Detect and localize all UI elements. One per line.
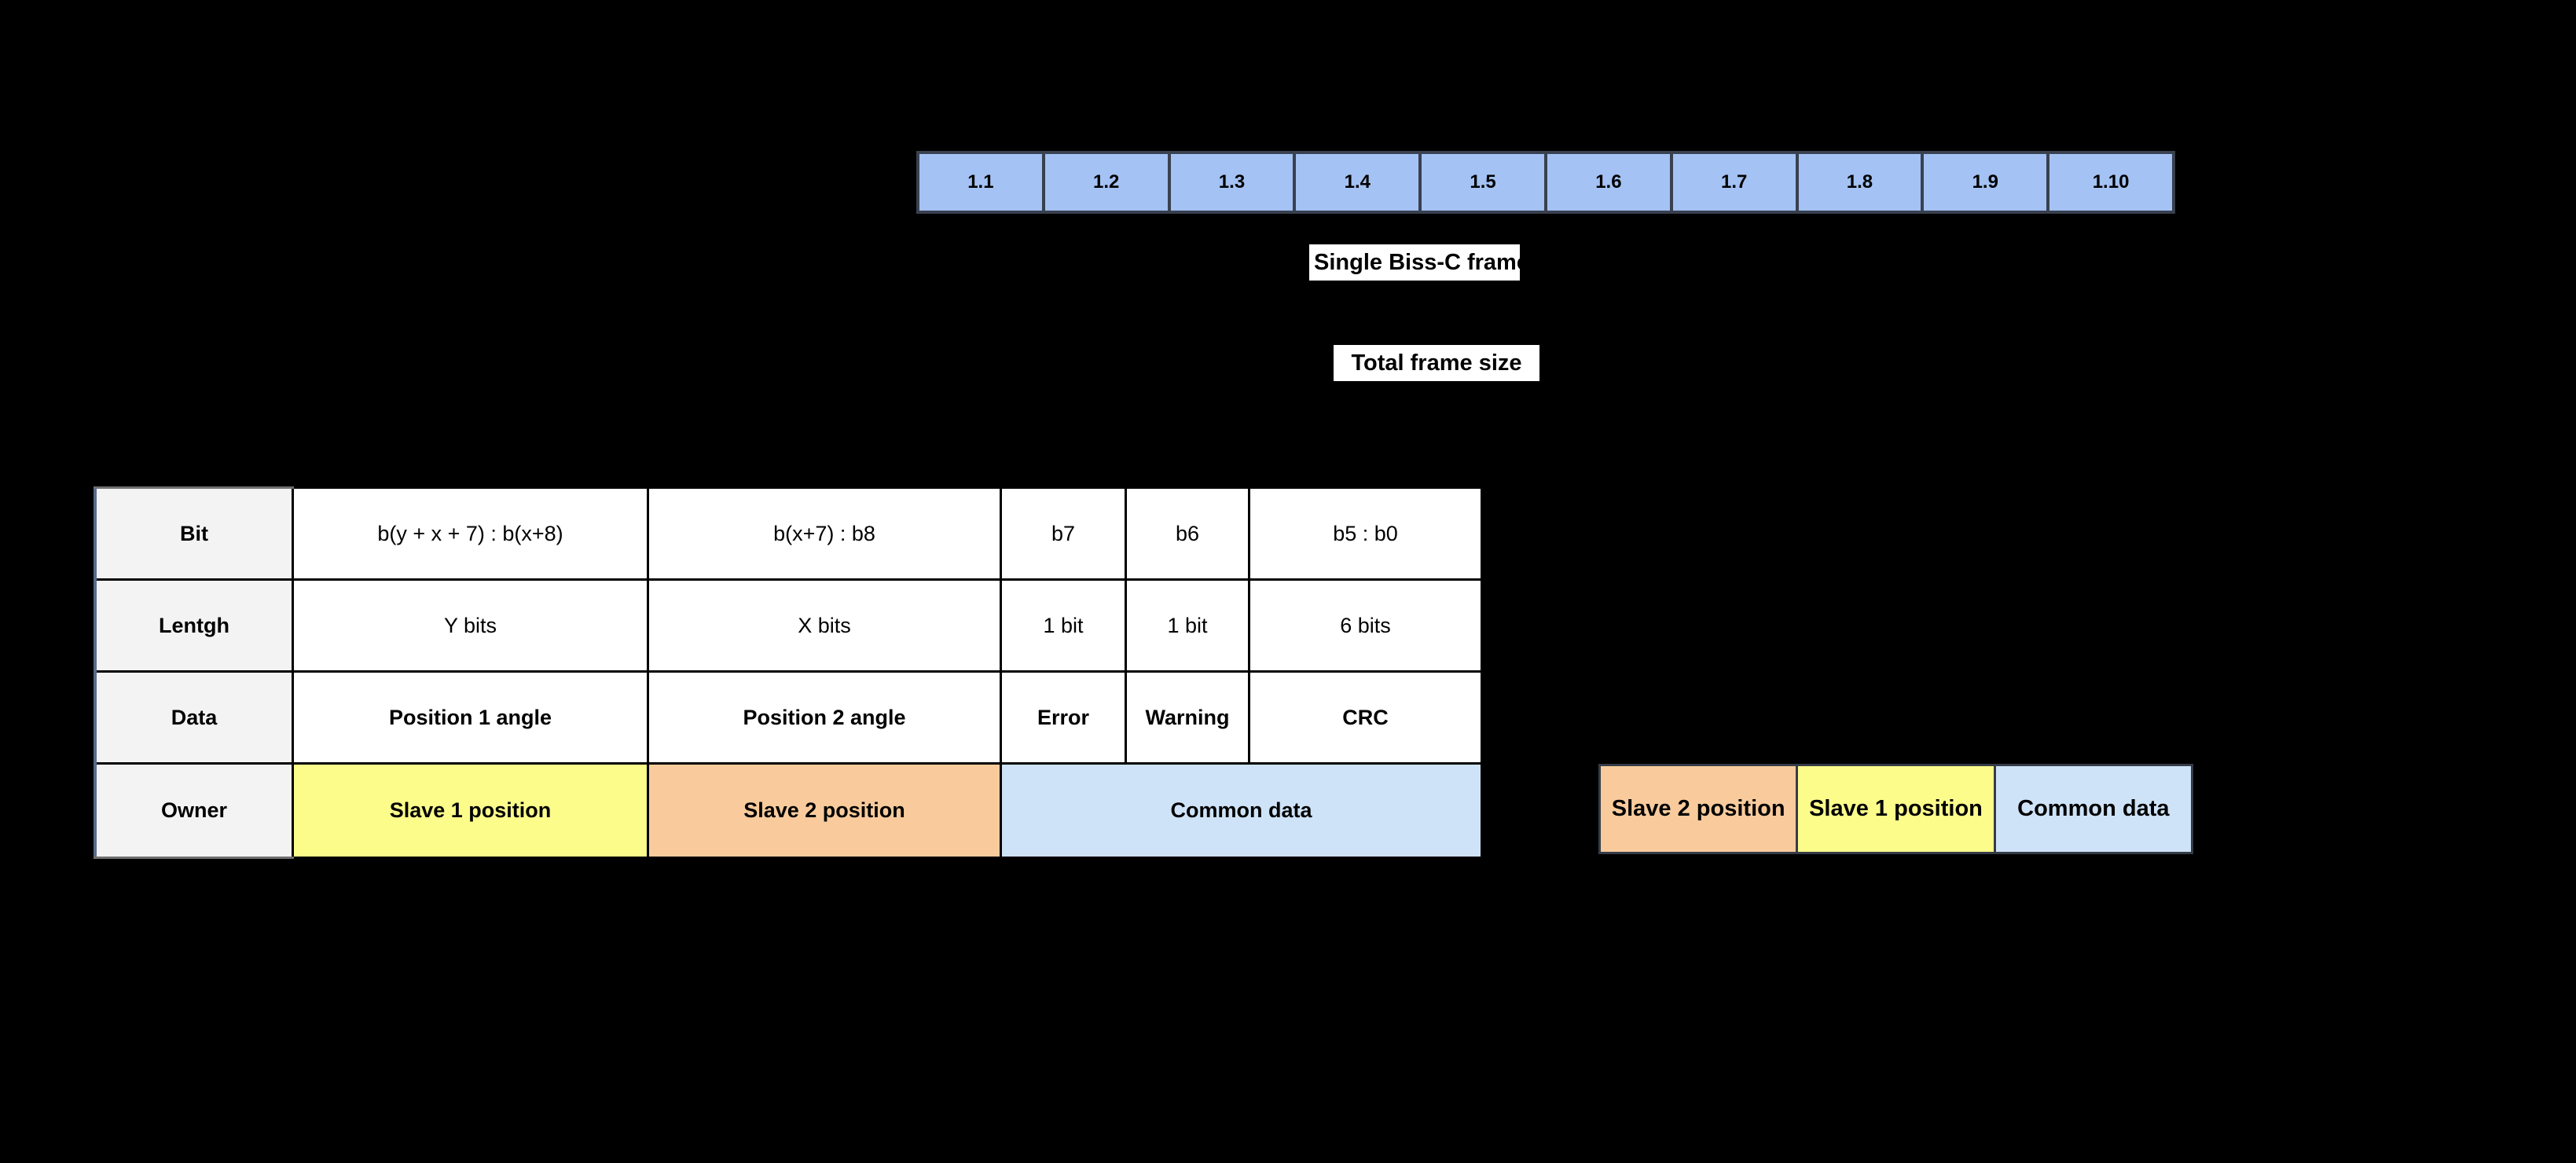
frame-cell-1-6: 1.6 bbox=[1543, 154, 1670, 211]
owner-legend-row: Slave 2 position Slave 1 position Common… bbox=[1598, 764, 2193, 854]
owner-slave2-position: Slave 2 position bbox=[649, 765, 1002, 857]
length-position1: Y bits bbox=[294, 581, 649, 673]
length-position2: X bits bbox=[649, 581, 1002, 673]
bit-crc: b5 : b0 bbox=[1250, 489, 1481, 581]
data-position1-angle: Position 1 angle bbox=[294, 673, 649, 765]
legend-common-data: Common data bbox=[1993, 766, 2191, 852]
bit-error: b7 bbox=[1002, 489, 1127, 581]
bit-row-header: Bit bbox=[97, 489, 294, 581]
frame-cell-1-7: 1.7 bbox=[1669, 154, 1796, 211]
table-header-bottom-edge bbox=[94, 857, 294, 859]
legend-slave1-position: Slave 1 position bbox=[1796, 766, 1994, 852]
data-crc: CRC bbox=[1250, 673, 1481, 765]
table-header-top-edge bbox=[94, 486, 294, 489]
frame-cell-1-5: 1.5 bbox=[1418, 154, 1544, 211]
owner-row-header: Owner bbox=[97, 765, 294, 857]
data-row-header: Data bbox=[97, 673, 294, 765]
frame-cell-1-1: 1.1 bbox=[919, 154, 1042, 211]
owner-common-data: Common data bbox=[1002, 765, 1481, 857]
biss-frame-sequence-row: 1.1 1.2 1.3 1.4 1.5 1.6 1.7 1.8 1.9 1.10 bbox=[916, 151, 2175, 214]
data-position2-angle: Position 2 angle bbox=[649, 673, 1002, 765]
frame-cell-1-2: 1.2 bbox=[1041, 154, 1168, 211]
data-warning: Warning bbox=[1127, 673, 1250, 765]
owner-slave1-position: Slave 1 position bbox=[294, 765, 649, 857]
frame-structure-table: Bit b(y + x + 7) : b(x+8) b(x+7) : b8 b7… bbox=[94, 486, 1483, 859]
data-error: Error bbox=[1002, 673, 1127, 765]
single-biss-c-frame-label: Single Biss-C frame bbox=[1309, 244, 1520, 281]
legend-slave2-position: Slave 2 position bbox=[1601, 766, 1796, 852]
bit-warning: b6 bbox=[1127, 489, 1250, 581]
frame-cell-1-4: 1.4 bbox=[1293, 154, 1419, 211]
length-row-header: Lentgh bbox=[97, 581, 294, 673]
total-frame-size-label: Total frame size bbox=[1334, 345, 1539, 381]
frame-cell-1-3: 1.3 bbox=[1167, 154, 1294, 211]
bit-range-position1: b(y + x + 7) : b(x+8) bbox=[294, 489, 649, 581]
length-warning: 1 bit bbox=[1127, 581, 1250, 673]
frame-cell-1-10: 1.10 bbox=[2046, 154, 2172, 211]
frame-cell-1-9: 1.9 bbox=[1921, 154, 2047, 211]
length-crc: 6 bits bbox=[1250, 581, 1481, 673]
frame-cell-1-8: 1.8 bbox=[1795, 154, 1921, 211]
length-error: 1 bit bbox=[1002, 581, 1127, 673]
bit-range-position2: b(x+7) : b8 bbox=[649, 489, 1002, 581]
